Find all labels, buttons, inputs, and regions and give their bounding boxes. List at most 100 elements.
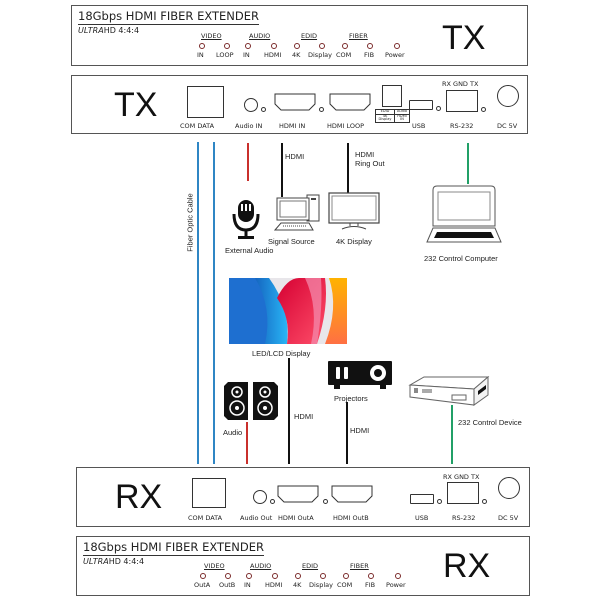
tx-led-label: COM [336, 51, 352, 59]
rs232-device-line [451, 405, 453, 464]
tx-hdmi-in-port [274, 93, 316, 111]
tx-dc-label: DC 5V [497, 122, 518, 130]
rx-rs232-pins-label: RX GND TX [443, 473, 480, 481]
hdmi-loop-line [347, 143, 349, 193]
rx-rs232-label: RS-232 [452, 514, 476, 522]
tx-front-unit-label: TX [442, 19, 486, 57]
rx-hdmi-outa-indicator [323, 499, 328, 504]
rx-led-power [395, 573, 401, 579]
tx-led-video-in [199, 43, 205, 49]
subtitle-rest: HD 4:4:4 [103, 26, 140, 35]
control-computer-label: 232 Control Computer [424, 254, 498, 263]
tx-rs232-pins-label: RX GND TX [442, 80, 479, 88]
tx-rs232-indicator [481, 107, 486, 112]
tx-hdmi-in-label: HDMI IN [279, 122, 306, 130]
tx-com-data-port [187, 86, 224, 118]
audio-out-line [246, 422, 248, 464]
control-device-icon [408, 375, 490, 406]
rx-com-data-port [192, 478, 226, 508]
tx-led-edid-4k [294, 43, 300, 49]
rx-led-label: Display [309, 581, 333, 589]
hdmi-in-line [281, 143, 283, 197]
rx-group-edid: EDID [302, 562, 319, 570]
tx-led-edid-display [319, 43, 325, 49]
tx-dip-switch[interactable] [382, 85, 402, 107]
rx-led-label: HDMI [265, 581, 283, 589]
rx-led-label: OutB [219, 581, 236, 589]
rx-group-audio: AUDIO [250, 562, 272, 570]
tx-audio-indicator [261, 107, 266, 112]
hdmi-display-label: HDMI [294, 412, 314, 421]
dip-body-edid: 4K Display [375, 113, 395, 124]
dip-body-audio: HDMI IN [394, 113, 410, 124]
tx-led-label: Display [308, 51, 332, 59]
hdmi-ring-out-label: HDMI Ring Out [355, 150, 385, 169]
tx-led-label: IN [243, 51, 250, 59]
tx-usb-label: USB [412, 122, 426, 130]
tx-led-audio-in [245, 43, 251, 49]
tx-hdmi-loop-label: HDMI LOOP [327, 122, 365, 130]
tx-com-data-label: COM DATA [180, 122, 215, 130]
rx-led-label: IN [244, 581, 251, 589]
rx-front-unit-label: RX [443, 547, 491, 585]
tx-port-unit-label: TX [114, 86, 158, 124]
rx-audio-jack [253, 490, 267, 504]
rx-group-fiber: FIBER [350, 562, 369, 570]
tx-led-video-loop [224, 43, 230, 49]
projectors-label: Projectors [334, 394, 368, 403]
tx-led-label: IN [197, 51, 204, 59]
rx-front-panel: 18Gbps HDMI FIBER EXTENDER ULTRAHD 4:4:4… [76, 536, 530, 596]
fiber-cable-line-1 [197, 142, 199, 464]
rx-led-video-outa [200, 573, 206, 579]
tx-group-video: VIDEO [201, 32, 222, 40]
fiber-cable-line-2 [213, 142, 215, 464]
tx-rs232-label: RS-232 [450, 122, 474, 130]
tx-group-edid: EDID [301, 32, 318, 40]
subtitle-rest: HD 4:4:4 [108, 557, 145, 566]
signal-source-computer-icon [273, 194, 320, 231]
rx-front-title: 18Gbps HDMI FIBER EXTENDER [83, 540, 265, 556]
tx-audio-label: Audio IN [235, 122, 263, 130]
hdmi-in-label: HDMI [285, 152, 305, 161]
rx-led-edid-4k [295, 573, 301, 579]
tx-hdmi-in-indicator [319, 107, 324, 112]
rx-audio-label: Audio Out [240, 514, 273, 522]
hdmi-projector-line [346, 402, 348, 464]
microphone-icon [232, 200, 260, 239]
rx-front-subtitle: ULTRAHD 4:4:4 [83, 557, 144, 566]
tx-audio-jack [244, 98, 258, 112]
rx-usb-label: USB [415, 514, 429, 522]
rx-hdmi-outb-label: HDMI OutB [333, 514, 369, 522]
led-lcd-display-image [229, 278, 347, 344]
fiber-optic-label: Fiber Optic Cable [185, 193, 195, 252]
rx-dc-jack [498, 477, 520, 499]
rx-rs232-port [447, 482, 479, 504]
tx-usb-indicator [436, 106, 441, 111]
rx-hdmi-outa-port [277, 485, 319, 503]
rx-led-label: 4K [293, 581, 302, 589]
tx-front-title-text: 18Gbps HDMI FIBER EXTENDER [78, 9, 260, 25]
rx-com-data-label: COM DATA [188, 514, 223, 522]
tx-dc-jack [497, 85, 519, 107]
tx-front-title: 18Gbps HDMI FIBER EXTENDER [78, 9, 260, 25]
external-audio-label: External Audio [225, 246, 274, 255]
signal-source-label: Signal Source [268, 237, 315, 246]
tx-led-audio-hdmi [271, 43, 277, 49]
rx-led-fiber-com [343, 573, 349, 579]
rx-led-fiber-fib [368, 573, 374, 579]
tx-led-fiber-fib [367, 43, 373, 49]
rx-led-audio-hdmi [272, 573, 278, 579]
rx-port-panel: RX COM DATA Audio Out HDMI OutA HDMI Out… [76, 467, 530, 527]
tx-rs232-port [446, 90, 478, 112]
rx-led-edid-display [320, 573, 326, 579]
rx-front-title-text: 18Gbps HDMI FIBER EXTENDER [83, 540, 265, 556]
hdmi-display-line [288, 358, 290, 464]
rx-led-audio-in [246, 573, 252, 579]
rs232-computer-line [467, 143, 469, 184]
rx-led-label: OutA [194, 581, 211, 589]
rx-group-video: VIDEO [204, 562, 225, 570]
rx-led-video-outb [225, 573, 231, 579]
tx-led-power [394, 43, 400, 49]
audio-speakers-icon [224, 382, 278, 420]
tx-led-label: Power [385, 51, 405, 59]
